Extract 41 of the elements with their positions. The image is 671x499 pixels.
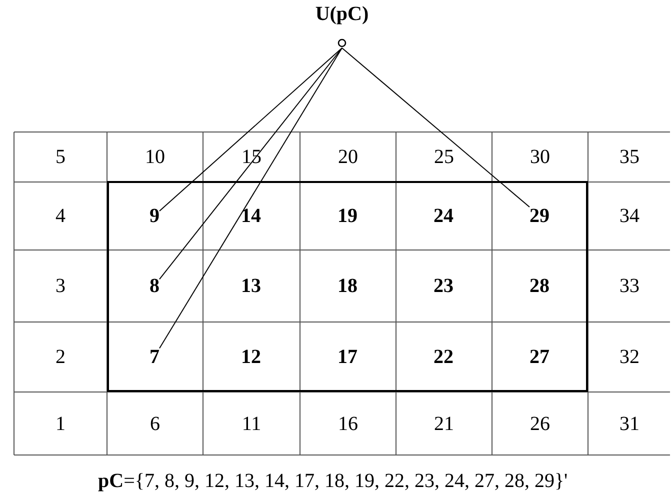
leader-line — [159, 48, 342, 212]
leader-line — [159, 48, 342, 349]
cell-number: 34 — [620, 205, 640, 227]
cell-number: 12 — [241, 346, 261, 368]
leader-line — [342, 48, 530, 208]
region-frame — [107, 181, 588, 392]
cell-number: 19 — [338, 204, 358, 226]
cell-number: 2 — [56, 346, 66, 368]
cell-number: 17 — [338, 346, 358, 368]
cell-number: 29 — [530, 204, 550, 226]
point-label: U(pC) — [302, 2, 382, 48]
cell-number: 23 — [434, 274, 454, 296]
cell-number: 4 — [56, 205, 66, 227]
cell-number: 20 — [338, 146, 358, 168]
cell-number: 24 — [434, 204, 454, 226]
cell-number: 21 — [434, 412, 454, 434]
cell-number: 28 — [530, 274, 550, 296]
cell-number: 26 — [530, 412, 550, 434]
cell-number: 32 — [620, 346, 640, 368]
cell-number: 14 — [241, 204, 261, 226]
cell-number: 3 — [56, 275, 66, 297]
cell-number: 33 — [620, 275, 640, 297]
cell-number: 18 — [338, 274, 358, 296]
set-definition: pC={7, 8, 9, 12, 13, 14, 17, 18, 19, 22, 23, 24, 27, 28, 29}' — [98, 470, 568, 493]
cell-number: 9 — [150, 204, 160, 226]
cell-number: 8 — [150, 274, 160, 296]
cell-number: 27 — [530, 346, 550, 368]
cell-number: 10 — [145, 146, 165, 168]
cell-number: 31 — [620, 412, 640, 434]
cell-number: 35 — [620, 146, 640, 168]
cell-number: 7 — [150, 346, 160, 368]
leader-line — [159, 48, 342, 280]
cell-number: 13 — [241, 274, 261, 296]
cell-number: 22 — [434, 346, 454, 368]
cell-number: 25 — [434, 146, 454, 168]
cell-number: 1 — [56, 412, 66, 434]
cell-number: 30 — [530, 146, 550, 168]
cell-number: 5 — [56, 146, 66, 168]
cell-number: 6 — [150, 412, 160, 434]
cell-number: 16 — [338, 412, 358, 434]
cell-number: 11 — [242, 412, 262, 434]
